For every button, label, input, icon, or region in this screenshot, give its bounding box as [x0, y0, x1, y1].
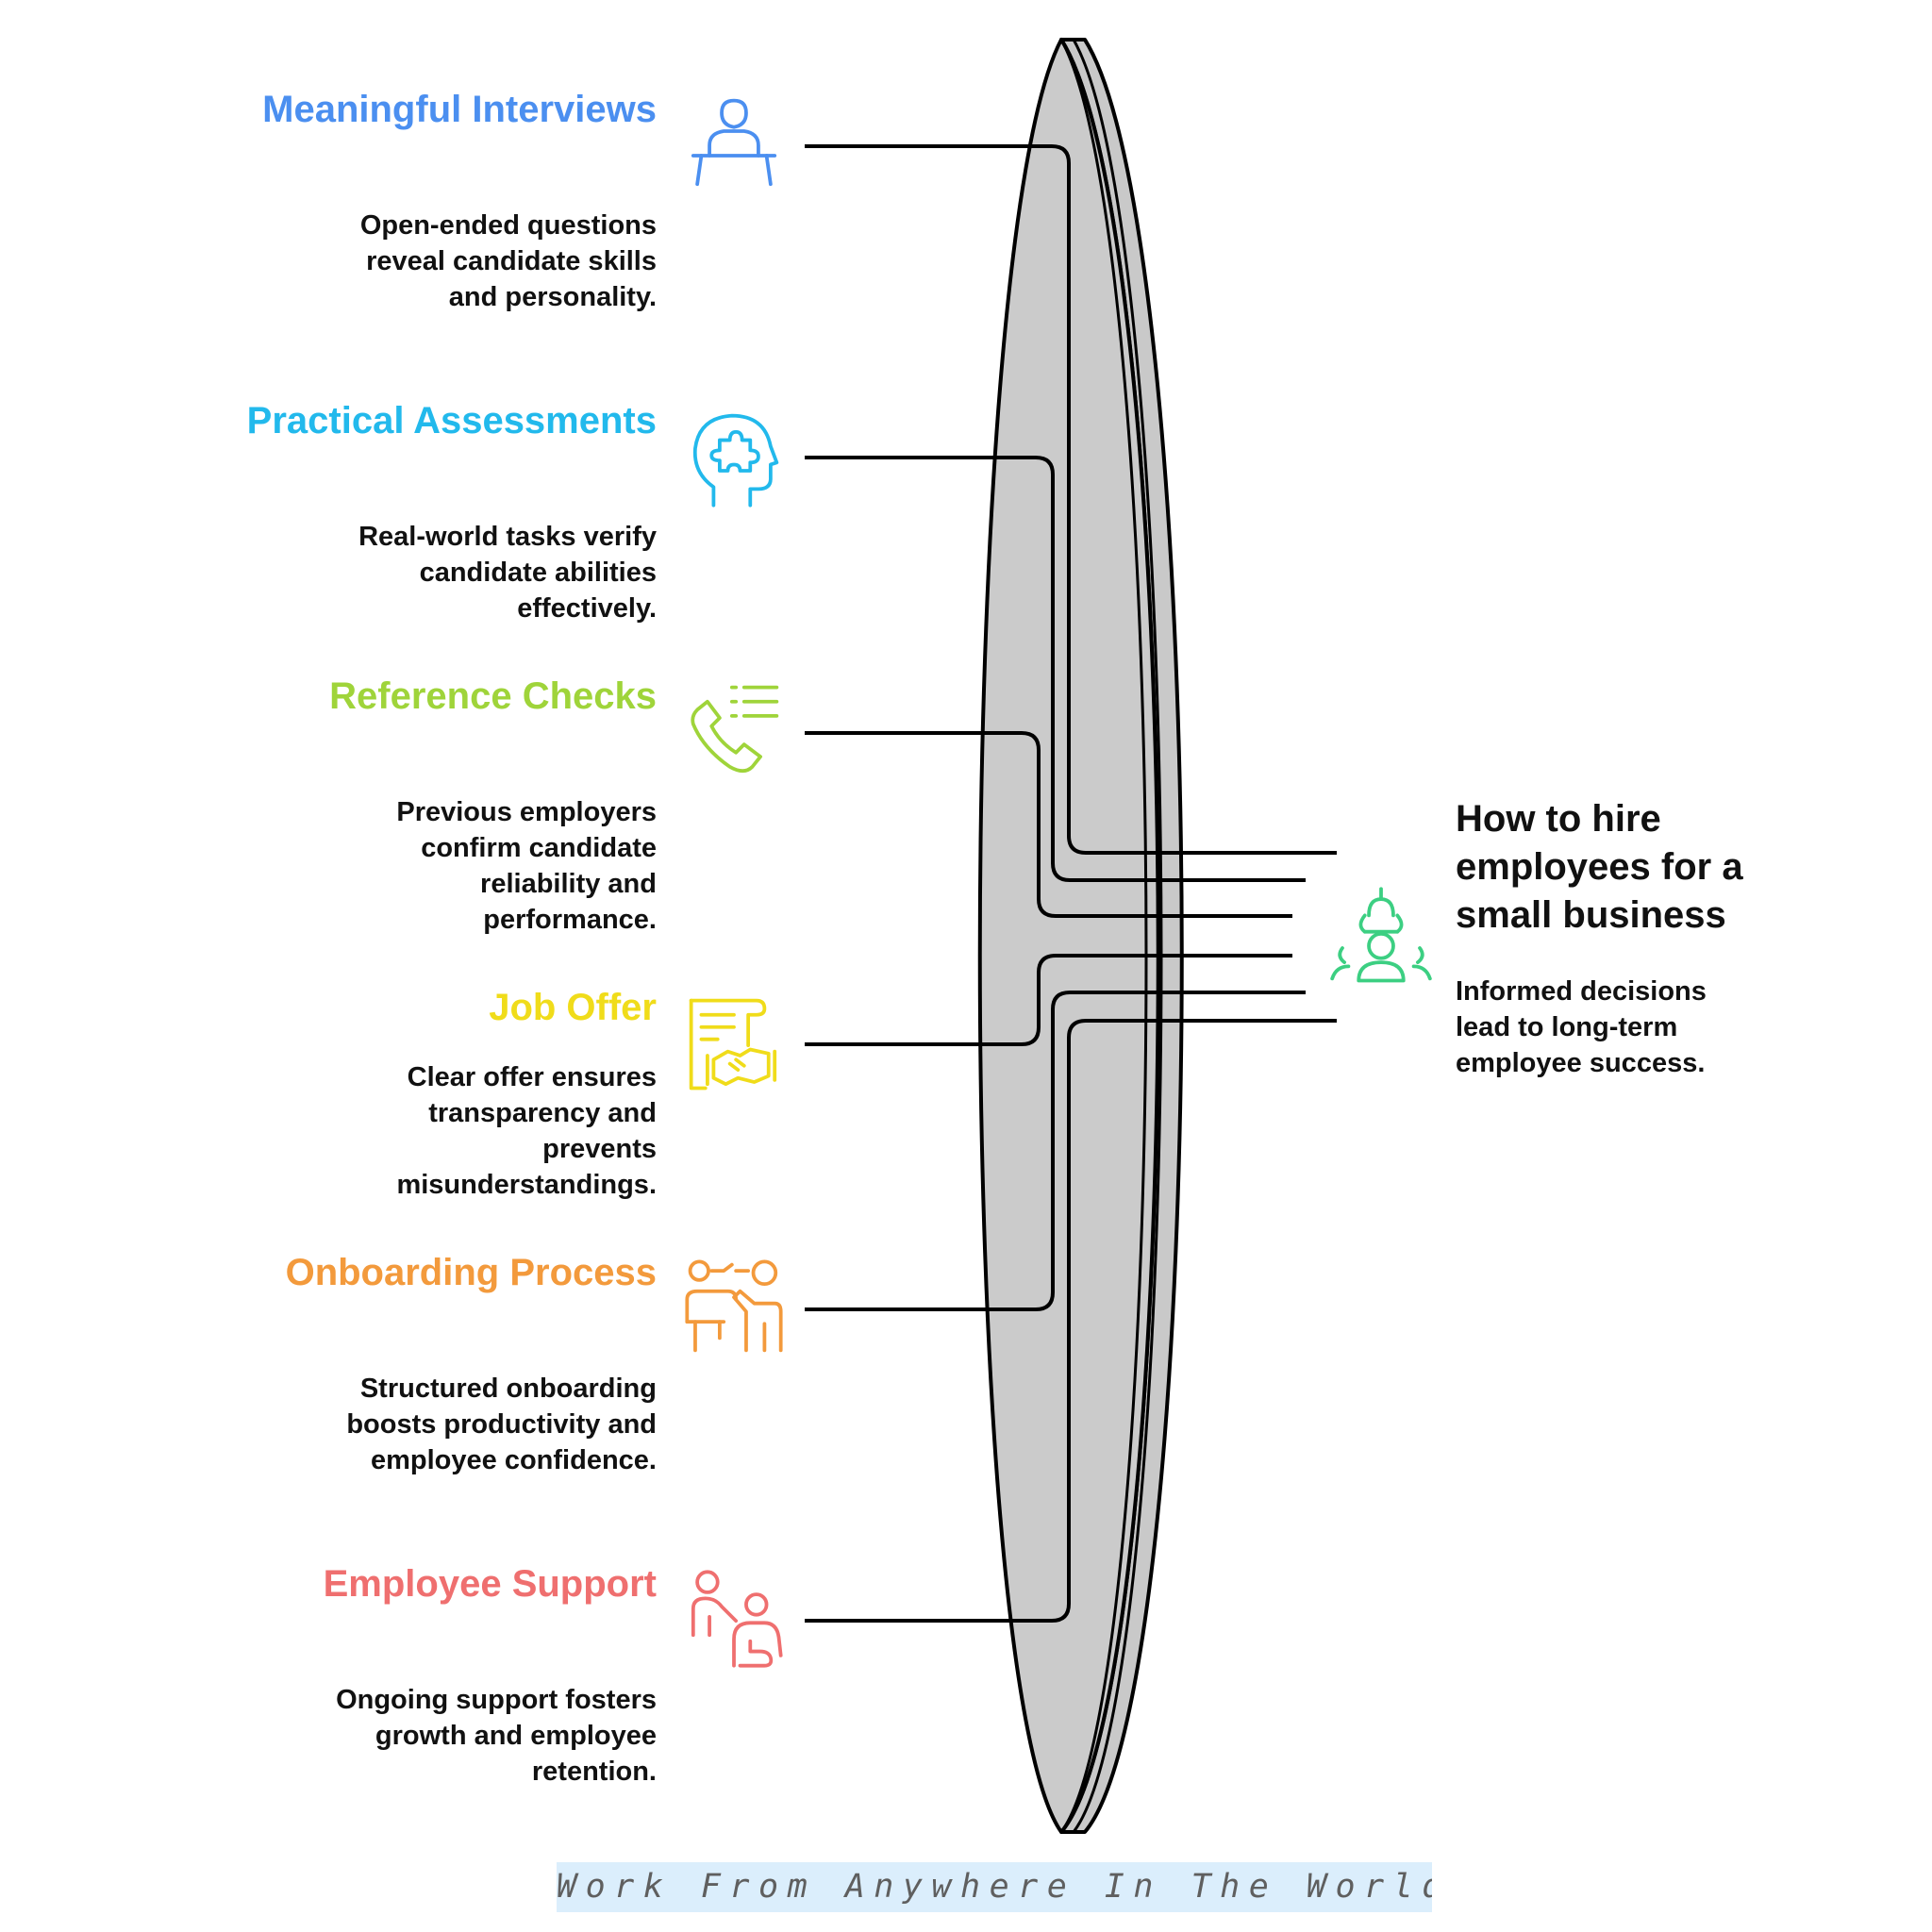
head-puzzle-icon — [692, 413, 779, 508]
item-title-meaningful-interviews: Meaningful Interviews — [262, 89, 657, 130]
item-title-onboarding-process: Onboarding Process — [285, 1252, 657, 1293]
footer-banner: Work From Anywhere In The World — [557, 1862, 1432, 1912]
item-desc-onboarding-process: Structured onboarding boosts productivit… — [346, 1374, 657, 1475]
connector-5 — [805, 991, 1306, 1311]
item-title-practical-assessments: Practical Assessments — [246, 400, 657, 441]
phone-list-icon — [691, 685, 779, 774]
item-desc-employee-support: Ongoing support fosters growth and emplo… — [336, 1685, 657, 1787]
team-leader-icon — [1330, 887, 1432, 983]
training-presentation-icon — [685, 1259, 783, 1353]
helping-hand-icon — [691, 1570, 783, 1668]
connector-3 — [805, 731, 1292, 918]
goal-description: Informed decisions lead to long-term emp… — [1456, 976, 1707, 1078]
item-title-reference-checks: Reference Checks — [329, 675, 657, 717]
item-desc-job-offer: Clear offer ensures transparency and pre… — [396, 1062, 657, 1200]
contract-handshake-icon — [689, 998, 777, 1091]
goal-title: How to hire employees for a small busine… — [1456, 798, 1743, 936]
item-title-employee-support: Employee Support — [323, 1563, 657, 1605]
item-title-job-offer: Job Offer — [489, 987, 657, 1028]
connector-2 — [805, 456, 1306, 882]
connector-4 — [805, 954, 1292, 1046]
item-desc-meaningful-interviews: Open-ended questions reveal candidate sk… — [359, 210, 657, 312]
connector-6 — [805, 1019, 1337, 1623]
connector-1 — [805, 144, 1337, 855]
interview-podium-icon — [691, 98, 777, 187]
item-desc-reference-checks: Previous employers confirm candidate rel… — [396, 797, 657, 935]
item-desc-practical-assessments: Real-world tasks verify candidate abilit… — [358, 522, 657, 624]
